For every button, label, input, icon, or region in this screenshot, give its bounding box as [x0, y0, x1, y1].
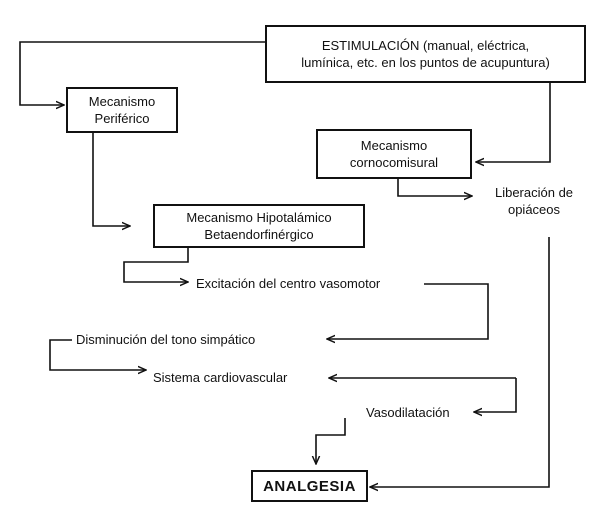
peripheral-mechanism-box: Mecanismo Periférico: [66, 87, 178, 133]
arrow-stimulation-to-cornocomisural: [476, 82, 551, 162]
stimulation-line-1: ESTIMULACIÓN (manual, eléctrica,: [321, 38, 530, 53]
arrow-stimulation-to-peripheral: [19, 41, 265, 105]
vasomotor-excitation-label: Excitación del centro vasomotor: [196, 276, 381, 291]
arrow-cornocomisural-to-opiates: [397, 178, 472, 196]
cornocomisural-line-2: cornocomisural: [349, 155, 439, 170]
vasodilation-label: Vasodilatación: [366, 405, 450, 420]
analgesia-box: ANALGESIA: [251, 470, 368, 502]
arrow-hypothalamic-to-vasomotor: [123, 247, 188, 282]
peripheral-line-2: Periférico: [94, 111, 150, 126]
opiates-line-1: Liberación de: [494, 185, 574, 200]
stimulation-box: ESTIMULACIÓN (manual, eléctrica, lumínic…: [265, 25, 586, 83]
arrow-vasomotor-to-sympathetic: [327, 283, 489, 339]
cornocomisural-line-1: Mecanismo: [360, 138, 428, 153]
analgesia-label: ANALGESIA: [263, 477, 356, 495]
arrow-sympathetic-to-cardiovascular: [49, 339, 146, 370]
arrow-peripheral-to-hypothalamic: [92, 133, 130, 226]
arrow-opiates-to-analgesia: [370, 237, 550, 487]
hypothalamic-mechanism-box: Mecanismo Hipotalámico Betaendorfinérgic…: [153, 204, 365, 248]
hypothalamic-line-1: Mecanismo Hipotalámico: [186, 210, 332, 225]
stimulation-line-2: lumínica, etc. en los puntos de acupuntu…: [301, 55, 550, 70]
cardiovascular-system-label: Sistema cardiovascular: [153, 370, 288, 385]
arrow-vasodilation-to-analgesia: [316, 418, 346, 464]
cornocomisural-mechanism-box: Mecanismo cornocomisural: [316, 129, 472, 179]
opiates-release-label: Liberación de opiáceos: [478, 184, 590, 218]
arrow-cardiovascular-to-vasodilation: [474, 378, 517, 412]
hypothalamic-line-2: Betaendorfinérgico: [204, 227, 314, 242]
sympathetic-tone-label: Disminución del tono simpático: [76, 332, 256, 347]
peripheral-line-1: Mecanismo: [88, 94, 156, 109]
opiates-line-2: opiáceos: [507, 202, 561, 217]
